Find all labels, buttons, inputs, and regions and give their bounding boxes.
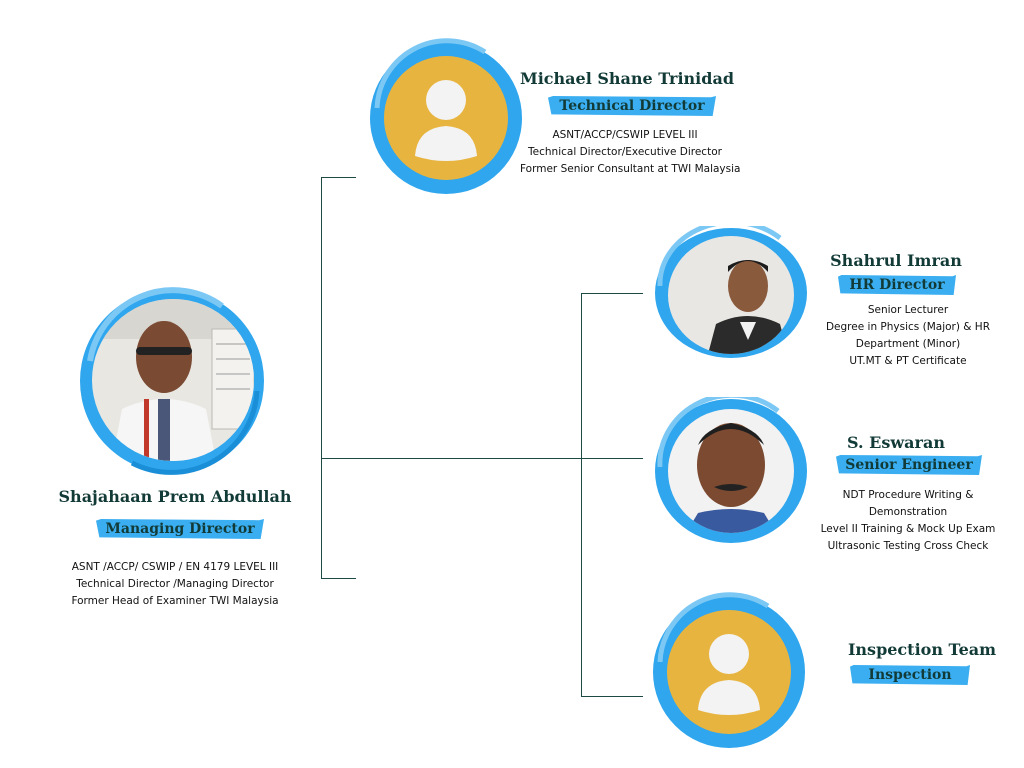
hr-director-details: Senior Lecturer Degree in Physics (Major…: [818, 302, 998, 370]
detail-line: Degree in Physics (Major) & HR: [825, 321, 991, 333]
managing-director-role-badge: Managing Director: [96, 519, 264, 539]
detail-line: Technical Director/Executive Director: [528, 146, 722, 158]
brush-ring-icon: [653, 592, 805, 748]
detail-line: Demonstration: [868, 506, 948, 518]
detail-line: UT.MT & PT Certificate: [849, 355, 967, 367]
person-photo-icon: [668, 409, 794, 533]
managing-director-name: Shajahaan Prem Abdullah: [58, 487, 292, 506]
managing-director-photo: [92, 299, 254, 461]
hr-director-name: Shahrul Imran: [830, 251, 962, 270]
person-photo-icon: [668, 236, 794, 354]
technical-director-role-badge: Technical Director: [548, 96, 716, 116]
connector-trunk-right: [581, 293, 582, 697]
connector-trunk-left: [321, 177, 322, 579]
technical-director-details: ASNT/ACCP/CSWIP LEVEL III Technical Dire…: [520, 127, 741, 178]
detail-line: Senior Lecturer: [867, 304, 949, 316]
hr-director-avatar: [650, 226, 812, 360]
inspection-team-name: Inspection Team: [847, 640, 997, 659]
connector-to-hr-director: [581, 293, 643, 294]
person-photo-icon: [92, 299, 254, 461]
connector-horizontal-main: [321, 458, 643, 459]
detail-line: ASNT /ACCP/ CSWIP / EN 4179 LEVEL III: [71, 561, 279, 573]
inspection-team-role-badge: Inspection: [850, 665, 970, 685]
detail-line: Former Head of Examiner TWI Malaysia: [71, 595, 279, 607]
detail-line: Ultrasonic Testing Cross Check: [827, 540, 989, 552]
detail-line: ASNT/ACCP/CSWIP LEVEL III: [552, 129, 698, 141]
connector-to-technical-director: [321, 177, 356, 178]
brush-ring-icon: [370, 38, 522, 194]
detail-line: NDT Procedure Writing &: [842, 489, 974, 501]
senior-engineer-name: S. Eswaran: [847, 433, 945, 452]
senior-engineer-role-badge: Senior Engineer: [836, 455, 982, 475]
inspection-team-avatar: [648, 592, 810, 752]
detail-line: Department (Minor): [855, 338, 961, 350]
managing-director-details: ASNT /ACCP/ CSWIP / EN 4179 LEVEL III Te…: [40, 559, 310, 610]
managing-director-avatar: [72, 281, 272, 481]
hr-director-role-badge: HR Director: [838, 275, 956, 295]
senior-engineer-photo: [668, 409, 794, 533]
senior-engineer-avatar: [650, 397, 812, 545]
hr-director-photo: [668, 236, 794, 354]
detail-line: Former Senior Consultant at TWI Malaysia: [520, 163, 741, 175]
senior-engineer-details: NDT Procedure Writing & Demonstration Le…: [808, 487, 1008, 555]
technical-director-avatar: [365, 38, 527, 198]
detail-line: Level II Training & Mock Up Exam: [820, 523, 996, 535]
technical-director-name: Michael Shane Trinidad: [520, 69, 734, 88]
connector-to-inspection-team: [581, 696, 643, 697]
detail-line: Technical Director /Managing Director: [76, 578, 274, 590]
connector-to-managing-director: [321, 578, 356, 579]
